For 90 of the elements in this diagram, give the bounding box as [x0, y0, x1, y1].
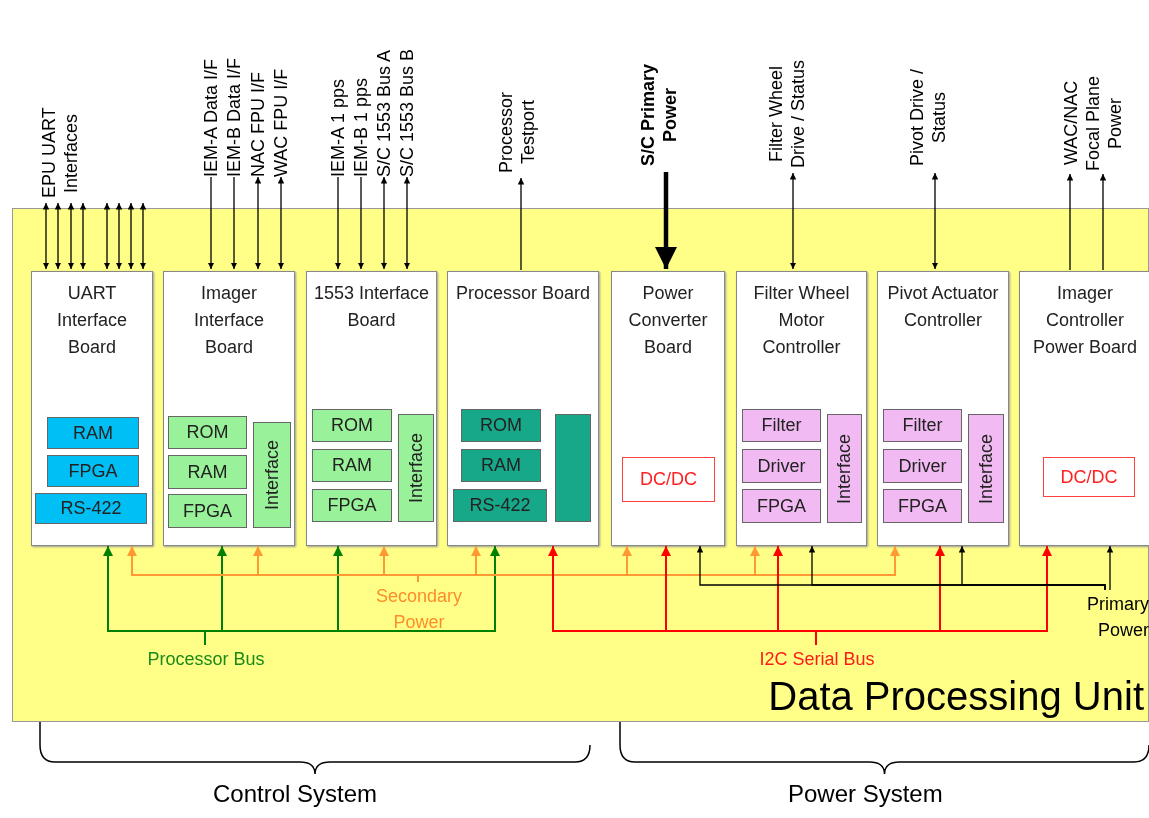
arrow [517, 177, 525, 271]
chip-block: RAM [461, 449, 541, 482]
arrow [654, 172, 678, 269]
chip-block: Interface [968, 414, 1004, 523]
arrow [403, 176, 411, 270]
board-panel [306, 271, 437, 546]
signal-label: S/C 1553 Bus B [396, 8, 418, 177]
signal-label: IEM-A 1 pps [327, 8, 349, 177]
signal-label: Processor Testport [495, 87, 547, 177]
signal-label: WAC FPU I/F [270, 8, 292, 177]
arrow [127, 202, 135, 270]
arrow [334, 176, 342, 270]
unit-title: Data Processing Unit [768, 674, 1144, 719]
signal-label: S/C 1553 Bus A [373, 8, 395, 177]
board-title: Filter Wheel Motor Controller [752, 282, 851, 359]
chip-block: Filter [742, 409, 821, 442]
bus-line [417, 545, 900, 583]
chip-block: RS-422 [35, 493, 147, 524]
chip-block: FPGA [47, 455, 139, 487]
chip-block: Driver [742, 449, 821, 483]
arrow [115, 202, 123, 270]
chip-block: Filter [883, 409, 962, 442]
arrow [103, 202, 111, 270]
bus-label: I2C Serial Bus [741, 646, 893, 670]
signal-label: S/C Primary Power [637, 57, 695, 172]
chip-block: DC/DC [1043, 457, 1135, 497]
chip-block: DC/DC [622, 457, 715, 502]
arrow [207, 176, 215, 270]
arrow [254, 176, 262, 270]
signal-label: WAC/NAC Focal Plane Power [1060, 73, 1144, 173]
chip-block: RAM [312, 449, 392, 482]
board-panel [31, 271, 153, 546]
signal-label: IEM-B 1 pps [350, 8, 372, 177]
board-title: Pivot Actuator Controller [886, 282, 1000, 332]
system-label: Power System [788, 780, 943, 808]
system-label: Control System [213, 780, 378, 808]
board-panel [877, 271, 1009, 546]
chip-block: FPGA [883, 489, 962, 523]
arrow [54, 202, 62, 270]
arrow [789, 172, 797, 270]
bus-label: Processor Bus [129, 646, 283, 670]
chip-block: FPGA [742, 489, 821, 523]
arrow [1106, 545, 1114, 591]
signal-label: EPU UART Interfaces [38, 103, 150, 203]
signal-label: NAC FPU I/F [247, 8, 269, 177]
signal-label: IEM-A Data I/F [200, 8, 222, 177]
board-panel [736, 271, 867, 546]
board-title: Imager Interface Board [192, 282, 265, 359]
chip-block: RAM [47, 417, 139, 449]
bus-line [815, 545, 1052, 646]
board-panel [611, 271, 725, 546]
signal-label: IEM-B Data I/F [223, 8, 245, 177]
arrow [67, 202, 75, 270]
chip-block: ROM [168, 416, 247, 449]
chip-block [555, 414, 591, 522]
arrow [277, 176, 285, 270]
board-title: 1553 Interface Board [312, 282, 431, 332]
arrow [931, 172, 939, 270]
arrow [230, 176, 238, 270]
board-panel [1019, 271, 1149, 546]
chip-block: ROM [312, 409, 392, 442]
chip-block: RAM [168, 455, 247, 489]
arrow [1099, 173, 1107, 271]
bus-line [204, 545, 500, 646]
chip-block: Interface [253, 422, 291, 528]
signal-label: Filter Wheel Drive / Status [765, 55, 821, 173]
chip-block: Interface [827, 414, 862, 523]
arrow [139, 202, 147, 270]
signal-label: Pivot Drive / Status [906, 61, 962, 173]
arrow [79, 202, 87, 270]
chip-block: FPGA [312, 489, 392, 522]
arrow [357, 176, 365, 270]
board-title: Processor Board [454, 282, 592, 305]
arrow [42, 202, 50, 270]
arrow [958, 545, 1106, 591]
chip-block: Driver [883, 449, 962, 483]
board-panel [447, 271, 599, 546]
board-title: Power Converter Board [627, 282, 709, 359]
chip-block: RS-422 [453, 489, 547, 522]
board-title: Imager Controller Power Board [1031, 282, 1139, 359]
chip-block: FPGA [168, 494, 247, 528]
bus-label: Secondary Power [361, 583, 477, 633]
chip-block: ROM [461, 409, 541, 442]
board-panel [163, 271, 295, 546]
chip-block: Interface [398, 414, 434, 522]
bus-label: Primary Power [1063, 591, 1149, 641]
unit-panel [12, 208, 1149, 722]
arrow [1066, 173, 1074, 271]
board-title: UART Interface Board [55, 282, 128, 359]
arrow [380, 176, 388, 270]
